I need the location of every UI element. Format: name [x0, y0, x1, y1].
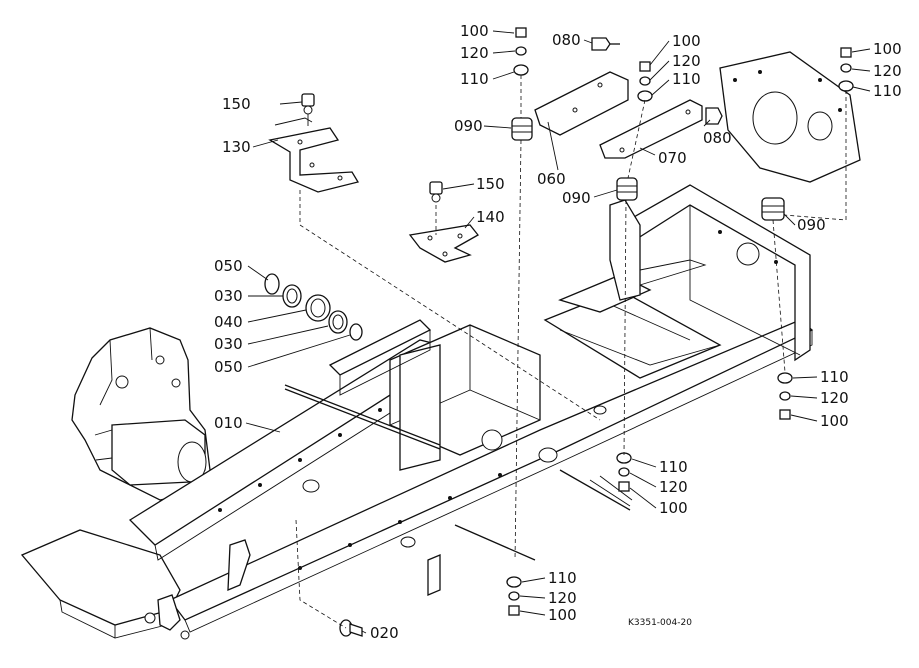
bolt-150-a: [301, 93, 315, 126]
label-110: 110: [820, 368, 849, 386]
label-110: 110: [460, 70, 489, 88]
bracket-070: [599, 99, 703, 159]
bolt-080-a: [591, 37, 620, 51]
drawing-code: K3351-004-20: [628, 618, 692, 628]
label-150: 150: [476, 175, 505, 193]
label-090: 090: [454, 117, 483, 135]
label-140: 140: [476, 208, 505, 226]
damper-090-c: [761, 197, 785, 221]
label-120: 120: [460, 44, 489, 62]
label-120: 120: [659, 478, 688, 496]
label-050: 050: [214, 358, 243, 376]
label-040: 040: [214, 313, 243, 331]
label-120: 120: [820, 389, 849, 407]
label-090: 090: [562, 189, 591, 207]
label-080: 080: [552, 31, 581, 49]
label-020: 020: [370, 624, 399, 642]
bolt-150-b: [429, 181, 443, 203]
label-110: 110: [672, 70, 701, 88]
transmission-housing: [71, 327, 211, 501]
part-labels: 100 120 110 080 100 120 110 080 100 120 …: [214, 22, 902, 642]
label-080: 080: [703, 129, 732, 147]
damper-090-a: [511, 117, 533, 141]
label-100: 100: [820, 412, 849, 430]
label-130: 130: [222, 138, 251, 156]
bolt-020: [339, 619, 363, 637]
bracket-060: [534, 71, 629, 136]
bracket-140: [408, 224, 479, 263]
label-110: 110: [873, 82, 902, 100]
label-030: 030: [214, 335, 243, 353]
label-050: 050: [214, 257, 243, 275]
fastener-stacks: [506, 27, 854, 616]
bracket-130: [268, 117, 360, 193]
label-030: 030: [214, 287, 243, 305]
label-150: 150: [222, 95, 251, 113]
label-120: 120: [672, 52, 701, 70]
label-060: 060: [537, 170, 566, 188]
label-070: 070: [658, 149, 687, 167]
label-100: 100: [873, 40, 902, 58]
leader-lines: [245, 30, 871, 634]
label-090: 090: [797, 216, 826, 234]
assembly-lines: [295, 75, 847, 629]
label-100: 100: [672, 32, 701, 50]
label-120: 120: [873, 62, 902, 80]
damper-090-b: [616, 177, 638, 201]
label-110: 110: [548, 569, 577, 587]
bearing-stack: [264, 273, 363, 341]
label-100: 100: [659, 499, 688, 517]
side-plate: [719, 51, 861, 183]
main-frame-010: [20, 184, 814, 640]
label-100: 100: [548, 606, 577, 624]
label-010: 010: [214, 414, 243, 432]
label-110: 110: [659, 458, 688, 476]
label-120: 120: [548, 589, 577, 607]
label-100: 100: [460, 22, 489, 40]
